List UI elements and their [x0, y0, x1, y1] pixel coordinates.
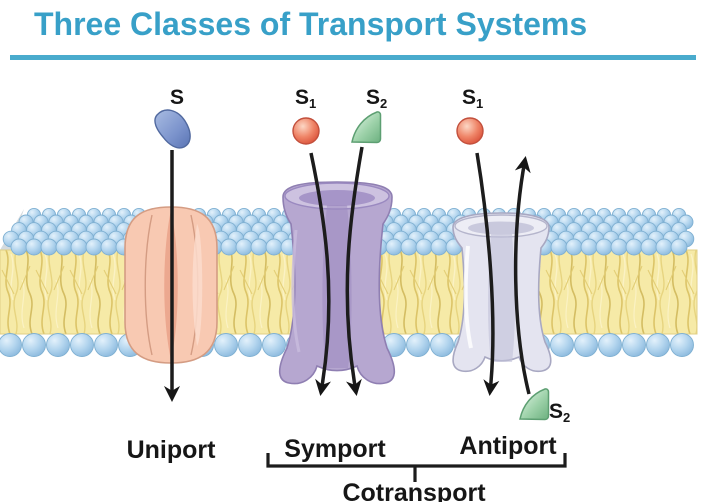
- transport-arrows: [163, 146, 531, 403]
- substrate-s1-sphere-antiport: [456, 117, 484, 145]
- lipid-head: [40, 238, 58, 256]
- lipid-head: [400, 238, 418, 256]
- lipid-head: [430, 238, 448, 256]
- lipid-head: [670, 333, 694, 357]
- lipid-head: [262, 333, 286, 357]
- lipid-head: [595, 238, 613, 256]
- lipid-head: [25, 238, 43, 256]
- lipid-head: [214, 333, 238, 357]
- lipid-head: [0, 333, 22, 357]
- lipid-head: [646, 333, 670, 357]
- lipid-head: [406, 333, 430, 357]
- lipid-head: [565, 238, 583, 256]
- label-s1-antiport: S1: [462, 86, 483, 111]
- lipid-head: [46, 333, 70, 357]
- lipid-head: [625, 238, 643, 256]
- lipid-head: [10, 238, 28, 256]
- lipid-head: [265, 238, 283, 256]
- label-s: S: [170, 86, 184, 109]
- lipid-head: [55, 238, 73, 256]
- antiport-label: Antiport: [459, 432, 557, 460]
- lipid-head: [385, 238, 403, 256]
- cotransport-bracket: [266, 453, 567, 482]
- lipid-head: [622, 333, 646, 357]
- lipid-head: [22, 333, 46, 357]
- substrate-s2-cone-symport: [351, 111, 382, 144]
- lipid-head: [100, 238, 118, 256]
- symport-label: Symport: [284, 435, 386, 463]
- substrate-molecules: [154, 109, 550, 421]
- lipid-head: [580, 238, 598, 256]
- antiport-transporter: [452, 212, 552, 373]
- lipid-head: [85, 238, 103, 256]
- antiport-down-arrow: [475, 152, 500, 397]
- lipid-head: [610, 238, 628, 256]
- lipid-head: [574, 333, 598, 357]
- lipid-head: [70, 333, 94, 357]
- lipid-head: [238, 333, 262, 357]
- title-underline: [10, 55, 696, 60]
- lipid-head: [655, 238, 673, 256]
- lipid-head: [550, 238, 568, 256]
- lipid-head: [670, 238, 688, 256]
- page-title: Three Classes of Transport Systems: [34, 6, 588, 42]
- lipid-head: [235, 238, 253, 256]
- lipid-head: [250, 238, 268, 256]
- label-s1-symport: S1: [295, 86, 316, 111]
- substrate-s2-cone-antiport: [519, 388, 550, 421]
- lipid-head: [94, 333, 118, 357]
- label-s2-antiport: S2: [549, 400, 570, 425]
- label-s2-symport: S2: [366, 86, 387, 111]
- cotransport-label: Cotransport: [342, 479, 486, 502]
- lipid-head: [415, 238, 433, 256]
- lipid-head: [550, 333, 574, 357]
- lipid-head: [430, 333, 454, 357]
- symport-right-down-arrow: [345, 146, 364, 396]
- symport-transporter: [278, 181, 396, 385]
- uniport-label: Uniport: [127, 436, 217, 464]
- lipid-head: [598, 333, 622, 357]
- substrate-s-bean: [154, 109, 191, 149]
- substrate-s1-sphere-symport: [292, 117, 320, 145]
- lipid-head: [640, 238, 658, 256]
- lipid-head: [220, 238, 238, 256]
- antiport-up-arrow: [513, 156, 531, 395]
- symport-left-down-arrow: [309, 152, 332, 396]
- lipid-head: [70, 238, 88, 256]
